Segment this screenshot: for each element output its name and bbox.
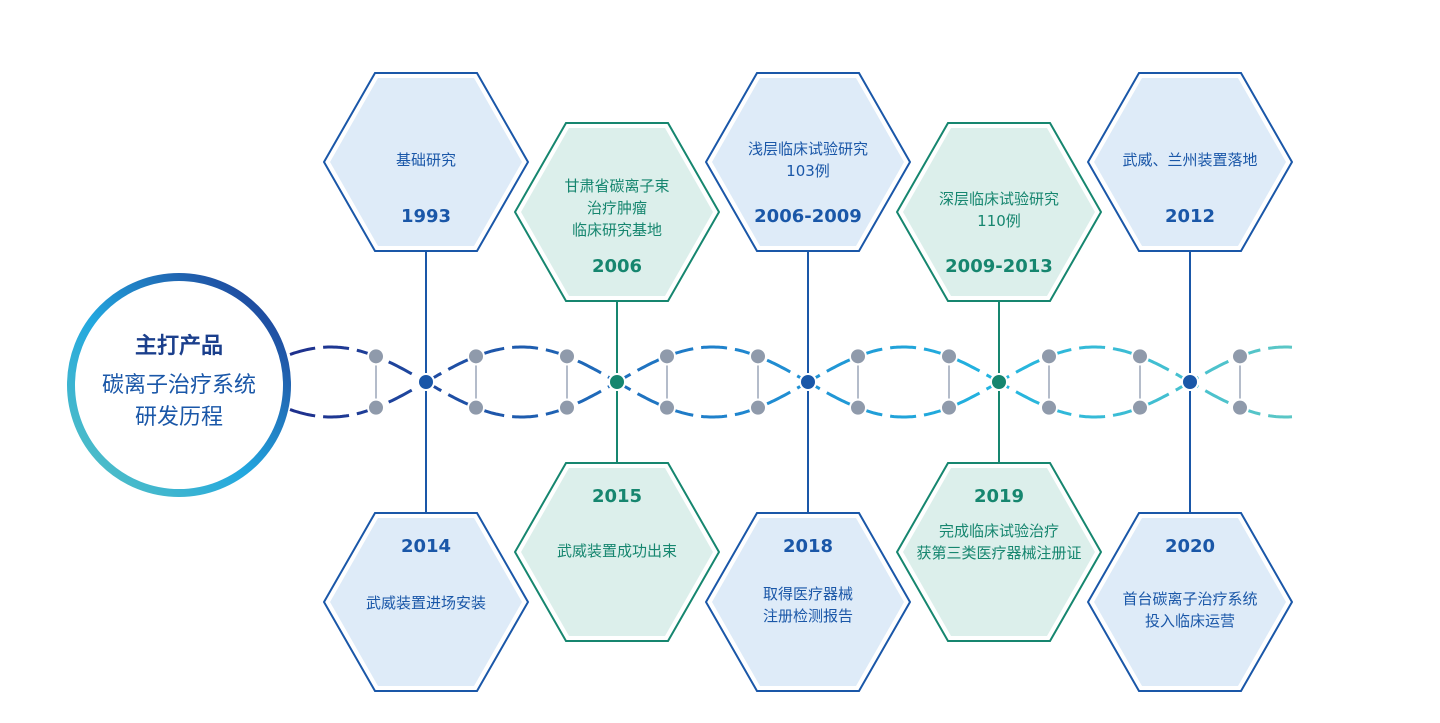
- strand-a: [289, 345, 1293, 419]
- node-side: [849, 347, 867, 366]
- milestone-hex-2019: 2019 完成临床试验治疗 获第三类医疗器械注册证: [896, 462, 1102, 642]
- strand-b: [289, 345, 1293, 419]
- milestone-hex-2009-2013: 深层临床试验研究 110例 2009-2013: [896, 122, 1102, 302]
- milestone-year: 2020: [1164, 536, 1216, 557]
- milestone-hex-2015: 2015 武威装置成功出束: [514, 462, 720, 642]
- hexagon-shape: [1087, 72, 1293, 252]
- node-side: [1040, 398, 1058, 417]
- milestone-desc: 武威装置成功出束: [556, 542, 677, 560]
- milestone-hex-2020: 2020 首台碳离子治疗系统 投入临床运营: [1087, 512, 1293, 692]
- hexagon-shape: [896, 462, 1102, 642]
- hexagon-shape: [323, 72, 529, 252]
- hexagon-shape: [1087, 512, 1293, 692]
- milestone-year: 1993: [400, 206, 452, 227]
- hexagon-shape: [705, 512, 911, 692]
- node-main: [990, 373, 1008, 391]
- hub-title: 主打产品: [134, 334, 223, 359]
- node-side: [658, 347, 676, 366]
- node-side: [749, 398, 767, 417]
- node-main: [417, 373, 435, 391]
- hexagon-shape: [896, 122, 1102, 302]
- milestone-desc: 甘肃省碳离子束 治疗肿瘤 临床研究基地: [564, 177, 670, 239]
- milestone-desc: 武威、兰州装置落地: [1122, 151, 1258, 169]
- node-side: [1131, 398, 1149, 417]
- milestone-hex-1993: 基础研究 1993: [323, 72, 529, 252]
- node-main: [608, 373, 626, 391]
- milestone-desc: 首台碳离子治疗系统 投入临床运营: [1122, 590, 1258, 630]
- node-main: [1181, 373, 1199, 391]
- milestone-hex-2014: 2014 武威装置进场安装: [323, 512, 529, 692]
- hexagon-shape: [705, 72, 911, 252]
- node-side: [849, 398, 867, 417]
- milestone-year: 2009-2013: [945, 256, 1053, 277]
- milestone-desc: 深层临床试验研究 110例: [938, 190, 1059, 230]
- node-side: [749, 347, 767, 366]
- milestone-year: 2012: [1164, 206, 1216, 227]
- node-side: [1231, 347, 1249, 366]
- node-main: [799, 373, 817, 391]
- node-side: [658, 398, 676, 417]
- node-side: [1131, 347, 1149, 366]
- milestone-hex-2012: 武威、兰州装置落地 2012: [1087, 72, 1293, 252]
- milestone-year: 2006: [591, 256, 643, 277]
- hexagon-shape: [514, 462, 720, 642]
- node-side: [558, 398, 576, 417]
- node-side: [367, 347, 385, 366]
- milestone-hex-2006: 甘肃省碳离子束 治疗肿瘤 临床研究基地 2006: [514, 122, 720, 302]
- milestone-year: 2019: [973, 486, 1025, 507]
- milestone-desc: 武威装置进场安装: [365, 594, 486, 612]
- milestone-year: 2015: [591, 486, 643, 507]
- hexagon-shape: [323, 512, 529, 692]
- milestone-hex-2018: 2018 取得医疗器械 注册检测报告: [705, 512, 911, 692]
- milestone-desc: 浅层临床试验研究 103例: [747, 140, 868, 180]
- milestone-desc: 完成临床试验治疗 获第三类医疗器械注册证: [916, 522, 1082, 562]
- node-side: [467, 347, 485, 366]
- node-side: [467, 398, 485, 417]
- hub-subtitle: 碳离子治疗系统 研发历程: [101, 373, 256, 430]
- milestone-year: 2014: [400, 536, 452, 557]
- node-side: [558, 347, 576, 366]
- milestone-desc: 取得医疗器械 注册检测报告: [762, 585, 853, 625]
- node-side: [940, 347, 958, 366]
- node-side: [367, 398, 385, 417]
- hub-label: 主打产品 碳离子治疗系统 研发历程: [64, 270, 294, 500]
- milestone-year: 2018: [782, 536, 834, 557]
- node-side: [1040, 347, 1058, 366]
- hub-ring: [64, 270, 294, 500]
- milestone-desc: 基础研究: [395, 151, 456, 169]
- node-side: [1231, 398, 1249, 417]
- hexagon-shape: [514, 122, 720, 302]
- milestone-hex-2006-2009: 浅层临床试验研究 103例 2006-2009: [705, 72, 911, 252]
- milestone-year: 2006-2009: [754, 206, 862, 227]
- node-side: [940, 398, 958, 417]
